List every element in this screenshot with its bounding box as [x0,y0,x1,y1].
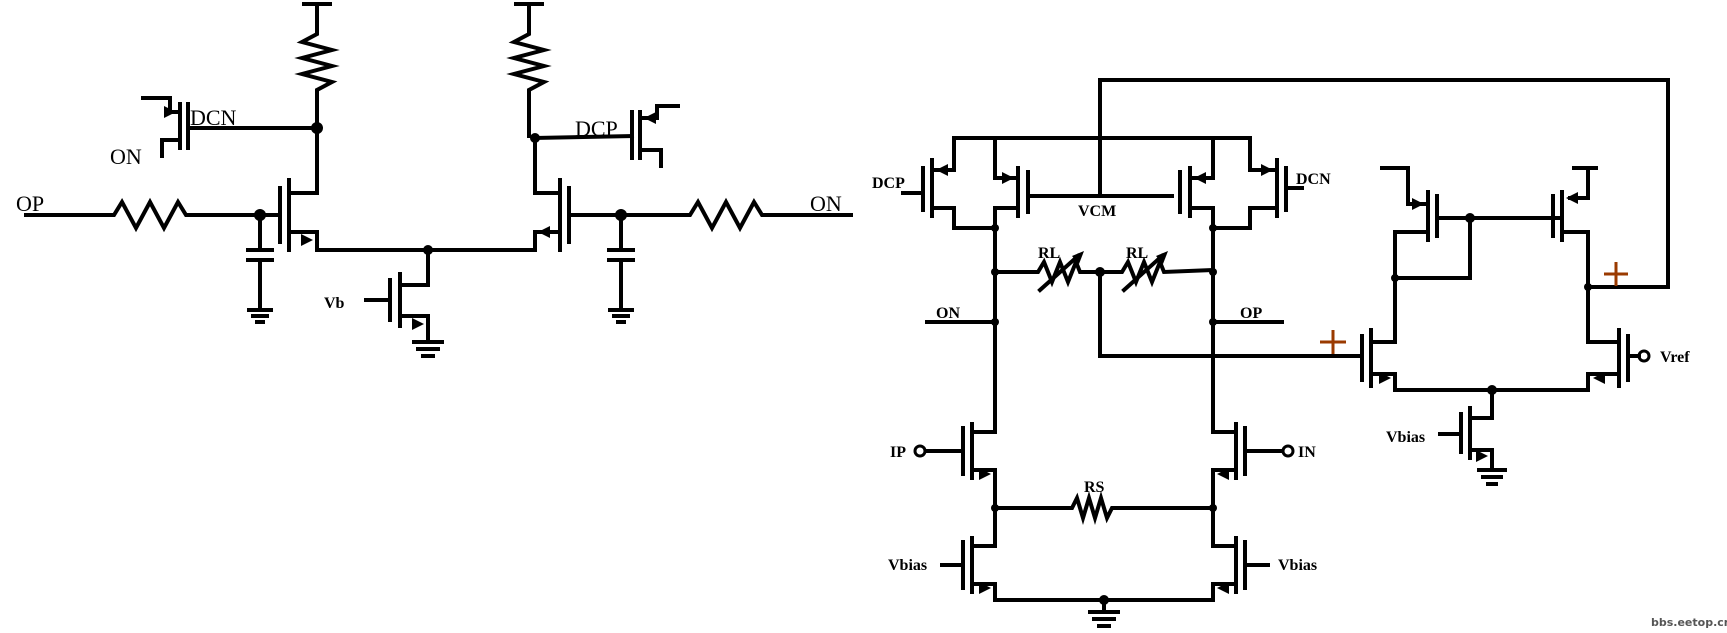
vdd-right [514,2,544,28]
watermark: bbs.eetop.cn [1651,616,1727,629]
vcm-pmos-left [993,136,1174,230]
vcm-pmos-right [1178,136,1215,230]
rl-resistor-left [995,256,1100,288]
vdd-left [302,2,332,28]
dcp-pmos [901,136,997,230]
dcn-transistor [141,96,319,158]
label-on-right: ON [810,191,842,216]
diff-transistor-right [426,136,623,252]
load-resistor-left [294,26,340,128]
label-vb: Vb [324,295,345,312]
plus-marker-input [1320,330,1346,354]
right-circuit: DCP DCN VCM RL RL ON OP IP IN RS Vbias V… [872,78,1690,628]
output-resistor-right [621,197,853,233]
label-op-node: OP [1240,305,1262,322]
label-in: IN [1298,444,1316,461]
label-ip: IP [890,444,906,461]
label-vbias-amp: Vbias [1386,429,1425,446]
label-dcp: DCP [575,116,618,141]
input-resistor-left [24,197,260,233]
plus-marker-output [1604,262,1628,286]
rs-resistor [995,491,1213,525]
label-dcn: DCN [190,105,237,130]
left-circuit: OP ON ON DCN DCP Vb [16,2,853,358]
in-transistor [1211,422,1288,510]
dcn-pmos [1211,136,1304,230]
label-rl-right: RL [1126,245,1148,262]
label-vref: Vref [1660,349,1690,366]
vcm-sense-wire [1098,270,1358,358]
load-resistor-right [506,26,552,138]
label-dcp-right: DCP [872,175,905,192]
rl-resistor-right [1100,256,1214,288]
vbias-sink-left [940,506,997,602]
label-rl-left: RL [1038,245,1060,262]
cap-right [607,213,635,324]
error-amplifier [1354,166,1651,486]
tail-transistor [364,248,444,358]
vbias-sink-right [1211,506,1270,602]
cap-left [246,213,274,324]
diff-transistor-left [258,126,430,252]
feedback-loop [1098,78,1670,289]
dcp-transistor [532,104,680,168]
label-dcn-right: DCN [1296,171,1331,188]
ground-main [1088,598,1120,628]
label-vcm: VCM [1078,203,1116,220]
label-op-left: OP [16,191,44,216]
ip-transistor [918,422,997,510]
label-vbias-left: Vbias [888,557,927,574]
label-vbias-right: Vbias [1278,557,1317,574]
label-on-node: ON [936,305,960,322]
label-on-gate: ON [110,144,142,169]
label-rs: RS [1084,479,1105,496]
